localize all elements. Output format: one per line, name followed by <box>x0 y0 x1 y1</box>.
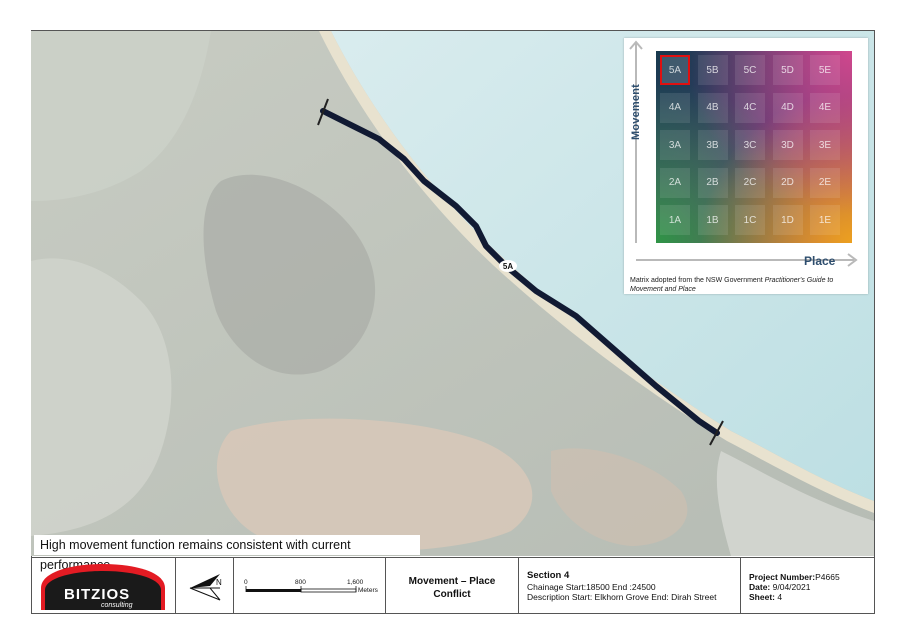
matrix-cell-4b: 4B <box>697 92 728 123</box>
north-arrow-icon <box>189 574 221 601</box>
north-label: N <box>216 578 222 587</box>
matrix-cell-3d: 3D <box>772 130 803 160</box>
map-caption: High movement function remains consisten… <box>34 535 420 572</box>
matrix-cell-1c: 1C <box>735 205 765 235</box>
matrix-caption: Matrix adopted from the NSW Government P… <box>630 277 834 293</box>
matrix-cell-5b: 5B <box>697 55 728 85</box>
date-line: Date: 9/04/2021 <box>749 582 811 592</box>
matrix-cell-2b: 2B <box>697 167 728 198</box>
matrix-axes <box>629 40 858 267</box>
urban-area-north <box>31 31 211 201</box>
x-axis-label: Place <box>804 254 836 268</box>
dark-vegetation <box>203 174 376 375</box>
inlet-area <box>551 448 688 546</box>
scale-tick-2: 1,600 <box>347 579 364 586</box>
matrix-cell-1d: 1D <box>772 205 803 235</box>
scale-bar-cell: 0 800 1,600 Meters <box>234 558 386 614</box>
route-line <box>320 108 720 436</box>
matrix-cell-5e: 5E <box>810 55 840 85</box>
matrix-cell-5c: 5C <box>735 55 765 85</box>
route-end-marker <box>709 420 724 446</box>
urban-area-west <box>31 258 172 536</box>
x-axis-arrow-head <box>847 253 858 267</box>
route-label: 5A <box>503 262 513 271</box>
map-title-cell: Movement – Place Conflict <box>386 558 519 614</box>
matrix-cell-2a: 2A <box>660 167 690 198</box>
map-title-line2: Conflict <box>433 589 471 600</box>
y-axis-arrow-head <box>629 40 643 50</box>
description-text: Description Start: Elkhorn Grove End: Di… <box>527 592 717 602</box>
chainage-text: Chainage Start:18500 End :24500 <box>527 582 656 592</box>
scale-bar <box>245 586 357 593</box>
matrix-cell-1b: 1B <box>697 205 728 235</box>
matrix-cell-3c: 3C <box>735 130 765 160</box>
matrix-cell-3b: 3B <box>697 130 728 160</box>
scale-unit: Meters <box>358 587 378 594</box>
matrix-cell-4d: 4D <box>772 92 803 123</box>
scale-tick-1: 800 <box>295 579 306 586</box>
map-title-line1: Movement – Place <box>408 576 496 587</box>
matrix-cell-2e: 2E <box>810 167 840 198</box>
scale-tick-0: 0 <box>244 579 248 586</box>
section-title: Section 4 <box>527 570 570 581</box>
matrix-cell-5d: 5D <box>772 55 803 85</box>
matrix-cell-3e: 3E <box>810 130 840 160</box>
matrix-cell-1e: 1E <box>810 205 840 235</box>
urban-area-south <box>716 451 874 556</box>
y-axis-label: Movement <box>630 84 642 140</box>
wetland-area <box>216 418 533 552</box>
title-block: BITZIOS consulting N 0 800 1,600 Meters … <box>31 557 875 614</box>
map-canvas: 5A <box>31 31 874 556</box>
sheet-line: Sheet: 4 <box>749 592 783 602</box>
matrix-cell-4c: 4C <box>735 92 765 123</box>
section-info-cell: Section 4 Chainage Start:18500 End :2450… <box>519 558 741 614</box>
matrix-cell-5a: 5A <box>660 55 690 85</box>
matrix-cell-4a: 4A <box>660 92 690 123</box>
project-info-cell: Project Number:P4665 Date: 9/04/2021 She… <box>741 558 875 614</box>
matrix-cell-2c: 2C <box>735 167 765 198</box>
route-label-badge <box>499 260 517 272</box>
matrix-cell-4e: 4E <box>810 92 840 123</box>
matrix-caption-source: Practitioner's Guide to Movement and Pla… <box>630 277 834 293</box>
project-number-line: Project Number:P4665 <box>749 572 840 582</box>
matrix-cell-3a: 3A <box>660 130 690 160</box>
matrix-cell-2d: 2D <box>772 167 803 198</box>
bitzios-logo <box>41 564 165 610</box>
aerial-map[interactable]: 5A <box>31 31 874 556</box>
north-arrow-cell: N <box>176 558 234 614</box>
logo-subtext: consulting <box>101 602 133 609</box>
logo-text: BITZIOS <box>64 586 131 603</box>
logo-cell: BITZIOS consulting <box>31 558 176 614</box>
route-start-marker <box>317 98 329 126</box>
matrix-cell-1a: 1A <box>660 205 690 235</box>
